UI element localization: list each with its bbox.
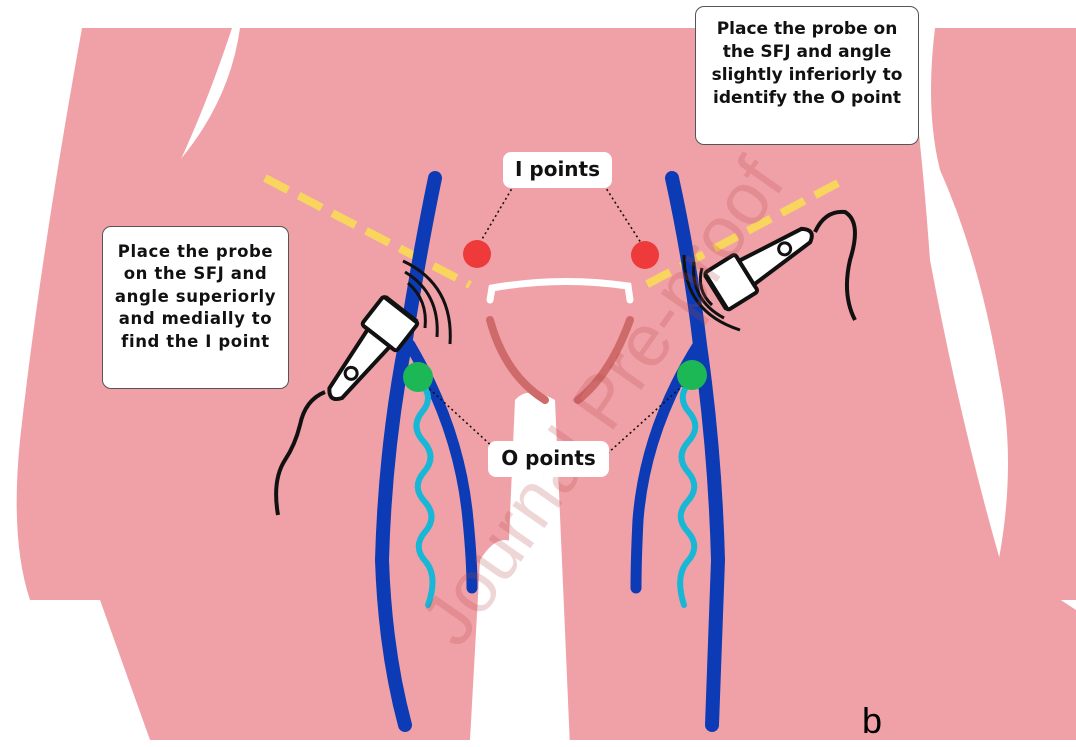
callout-left-line: find the I point bbox=[109, 331, 282, 353]
i-points-label: I points bbox=[503, 152, 612, 188]
callout-left-line: Place the probe bbox=[109, 241, 282, 263]
o-point-left bbox=[403, 362, 433, 392]
callout-left: Place the probe on the SFJ and angle sup… bbox=[102, 226, 289, 389]
callout-right-line: identify the O point bbox=[702, 87, 912, 110]
callout-right-line: slightly inferiorly to bbox=[702, 64, 912, 87]
panel-letter: b bbox=[862, 700, 882, 742]
i-point-left bbox=[463, 240, 491, 268]
o-point-right bbox=[677, 360, 707, 390]
callout-right: Place the probe on the SFJ and angle sli… bbox=[695, 6, 919, 145]
callout-left-line: angle superiorly bbox=[109, 286, 282, 308]
callout-left-line: and medially to bbox=[109, 308, 282, 330]
o-points-label: O points bbox=[488, 441, 609, 477]
callout-right-line: the SFJ and angle bbox=[702, 41, 912, 64]
callout-right-line: Place the probe on bbox=[702, 18, 912, 41]
callout-left-line: on the SFJ and bbox=[109, 263, 282, 285]
